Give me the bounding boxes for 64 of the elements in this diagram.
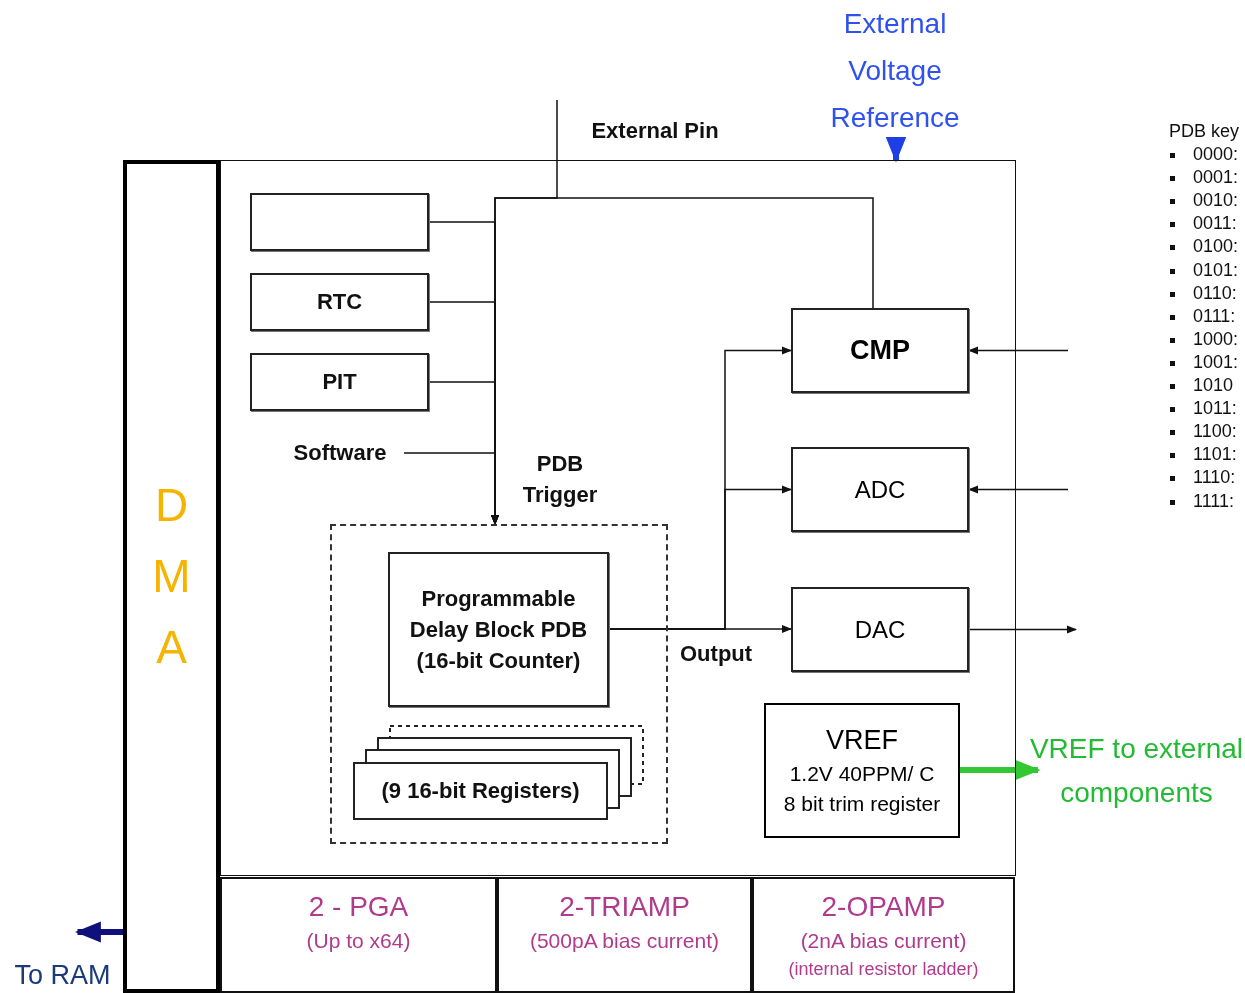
key-code: 0000:	[1193, 144, 1239, 165]
peripheral-box	[791, 447, 969, 532]
amplifier-box	[220, 877, 497, 993]
key-code: 0100:	[1193, 236, 1239, 258]
comparator-box	[791, 308, 969, 393]
block-label: To RAM	[14, 960, 111, 991]
bus-label: PDB Trigger	[521, 450, 599, 509]
key-code: 1100:	[1193, 421, 1237, 443]
trigger-source-box	[250, 193, 429, 251]
block-label: CMP	[850, 335, 910, 366]
block-title: 2 - PGA	[308, 891, 409, 923]
arrow	[968, 485, 1069, 494]
spec-text: 8 bit trim register	[783, 792, 941, 816]
arrow	[968, 625, 1077, 634]
block-label: External Pin	[591, 118, 719, 144]
block-label: Software	[293, 440, 387, 466]
key-code: 0011:	[1193, 213, 1237, 235]
block-label: PIT	[322, 369, 357, 395]
key-code: 1010	[1193, 375, 1234, 396]
arrow	[491, 197, 874, 525]
amplifier-box	[752, 877, 1015, 993]
list-heading: PDB key	[1169, 121, 1240, 142]
key-code: 0111:	[1193, 305, 1236, 327]
key-code: 1101:	[1193, 444, 1237, 466]
block-label: Programmable Delay Block PDB (16-bit Counter)	[408, 585, 589, 675]
block-label: (9 16-bit Registers)	[381, 778, 580, 804]
dma-block	[123, 160, 220, 993]
arrow	[885, 136, 907, 163]
arrow	[608, 625, 792, 633]
spec-text: (Up to x64)	[306, 929, 411, 953]
spec-text: 1.2V 40PPM/ C	[789, 762, 935, 786]
key-code: 0010:	[1193, 190, 1239, 212]
block-label: RTC	[316, 289, 363, 315]
block-label: ADC	[854, 475, 906, 504]
block-title: 2-OPAMP	[821, 891, 946, 923]
arrow	[74, 921, 123, 943]
block-label: DAC	[854, 615, 906, 644]
vref-box	[764, 703, 960, 838]
arrow	[968, 346, 1069, 355]
block-label: VREF to external components	[1028, 732, 1245, 810]
trigger-source-box	[250, 273, 429, 331]
module-frame	[220, 160, 1016, 876]
key-code: 0110:	[1193, 282, 1237, 304]
block-title: DMA	[151, 477, 192, 676]
key-code: 1001:	[1193, 351, 1239, 373]
block-label: External Voltage Reference	[829, 6, 961, 135]
pdb-group	[330, 524, 668, 844]
key-code: 1011:	[1193, 398, 1237, 420]
key-code: 1110:	[1193, 467, 1236, 489]
spec-text: (500pA bias current)	[529, 929, 720, 953]
key-code: 0001:	[1193, 167, 1239, 189]
block-title: VREF	[826, 725, 898, 756]
block-title: 2-TRIAMP	[559, 891, 690, 923]
key-code: 1000:	[1193, 328, 1239, 350]
key-code: 1111:	[1193, 490, 1235, 512]
peripheral-box	[791, 587, 969, 672]
spec-text: (internal resistor ladder)	[788, 959, 979, 980]
spec-text: (2nA bias current)	[800, 929, 967, 953]
pdb-counter-box	[388, 552, 609, 707]
key-code: 0101:	[1193, 259, 1239, 281]
register-stack	[353, 762, 608, 820]
arrow	[960, 759, 1041, 781]
amplifier-box	[497, 877, 752, 993]
trigger-source-box	[250, 353, 429, 411]
